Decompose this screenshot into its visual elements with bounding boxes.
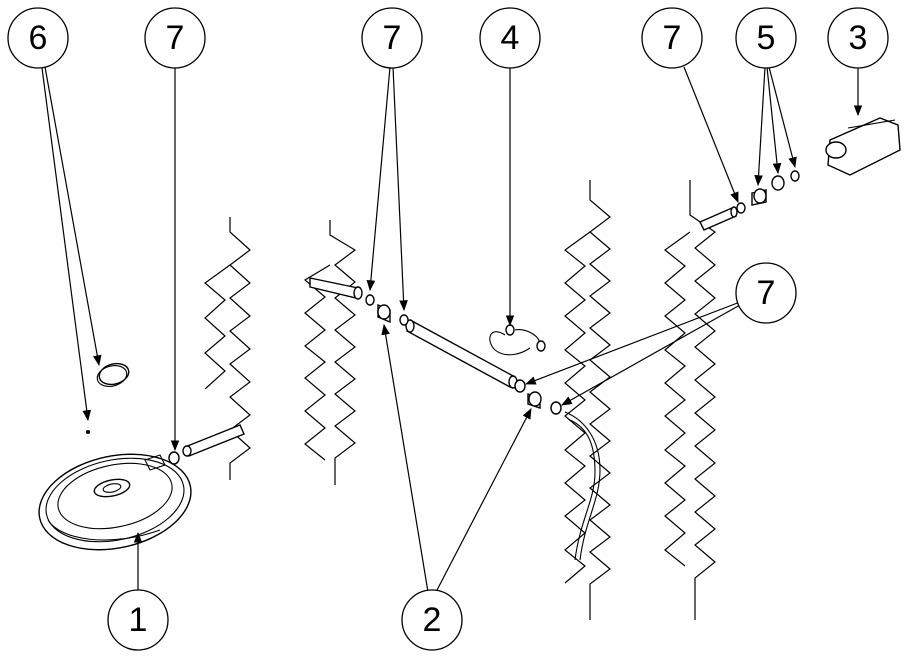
callout-6: 6 <box>7 7 69 69</box>
o-ring <box>514 379 526 393</box>
callout-7: 7 <box>361 7 423 69</box>
o-ring <box>399 314 409 326</box>
callout-label: 7 <box>166 19 185 57</box>
callout-label: 7 <box>757 274 776 312</box>
callout-7: 7 <box>144 7 206 69</box>
break-line-1-left <box>204 264 231 390</box>
callout-label: 4 <box>501 19 520 57</box>
pipe-top-right-end <box>730 206 738 218</box>
callout-2: 2 <box>401 589 463 651</box>
break-line-1 <box>229 217 251 480</box>
callout-label: 7 <box>383 19 402 57</box>
callout-label: 5 <box>757 19 776 57</box>
connector-part-3 <box>825 117 901 176</box>
pipe-left-end <box>182 445 192 457</box>
callout-label: 3 <box>849 19 868 57</box>
base-plate-center-hub <box>93 478 131 498</box>
break-line-4-left <box>664 231 691 567</box>
callout-4: 4 <box>479 7 541 69</box>
callout-label: 7 <box>663 19 682 57</box>
pipe-upper-left-end <box>353 286 363 300</box>
callout-label: 6 <box>29 19 48 57</box>
callout-1: 1 <box>107 589 169 651</box>
break-line-3-left <box>564 231 591 584</box>
callouts: 6 7 7 4 7 5 3 7 <box>7 7 889 651</box>
callout-5: 5 <box>735 7 797 69</box>
break-line-4 <box>689 180 717 620</box>
wall-break-lines <box>204 180 717 620</box>
base-plate-part-1 <box>38 453 192 551</box>
break-line-2 <box>329 220 357 485</box>
break-line-3 <box>589 180 611 620</box>
leader-lines <box>41 66 863 593</box>
hose-curve <box>564 411 601 561</box>
pipe-middle <box>406 320 516 388</box>
pipe-upper-left <box>309 277 359 299</box>
small-pin <box>86 430 90 434</box>
clip-part-4 <box>489 324 546 356</box>
break-line-2-left <box>303 264 331 461</box>
o-ring <box>550 401 562 415</box>
o-ring <box>365 294 375 306</box>
callout-7: 7 <box>641 7 703 69</box>
o-ring <box>771 175 785 191</box>
o-ring <box>168 451 180 465</box>
callout-3: 3 <box>827 7 889 69</box>
pipes <box>182 206 738 561</box>
o-ring <box>790 170 800 182</box>
callout-7: 7 <box>735 262 797 324</box>
pipe-left <box>184 424 245 457</box>
o-ring <box>736 202 746 214</box>
callout-label: 1 <box>129 601 148 639</box>
fittings-and-seals <box>168 170 800 465</box>
callout-label: 2 <box>423 601 442 639</box>
cap-part-6 <box>86 362 130 434</box>
